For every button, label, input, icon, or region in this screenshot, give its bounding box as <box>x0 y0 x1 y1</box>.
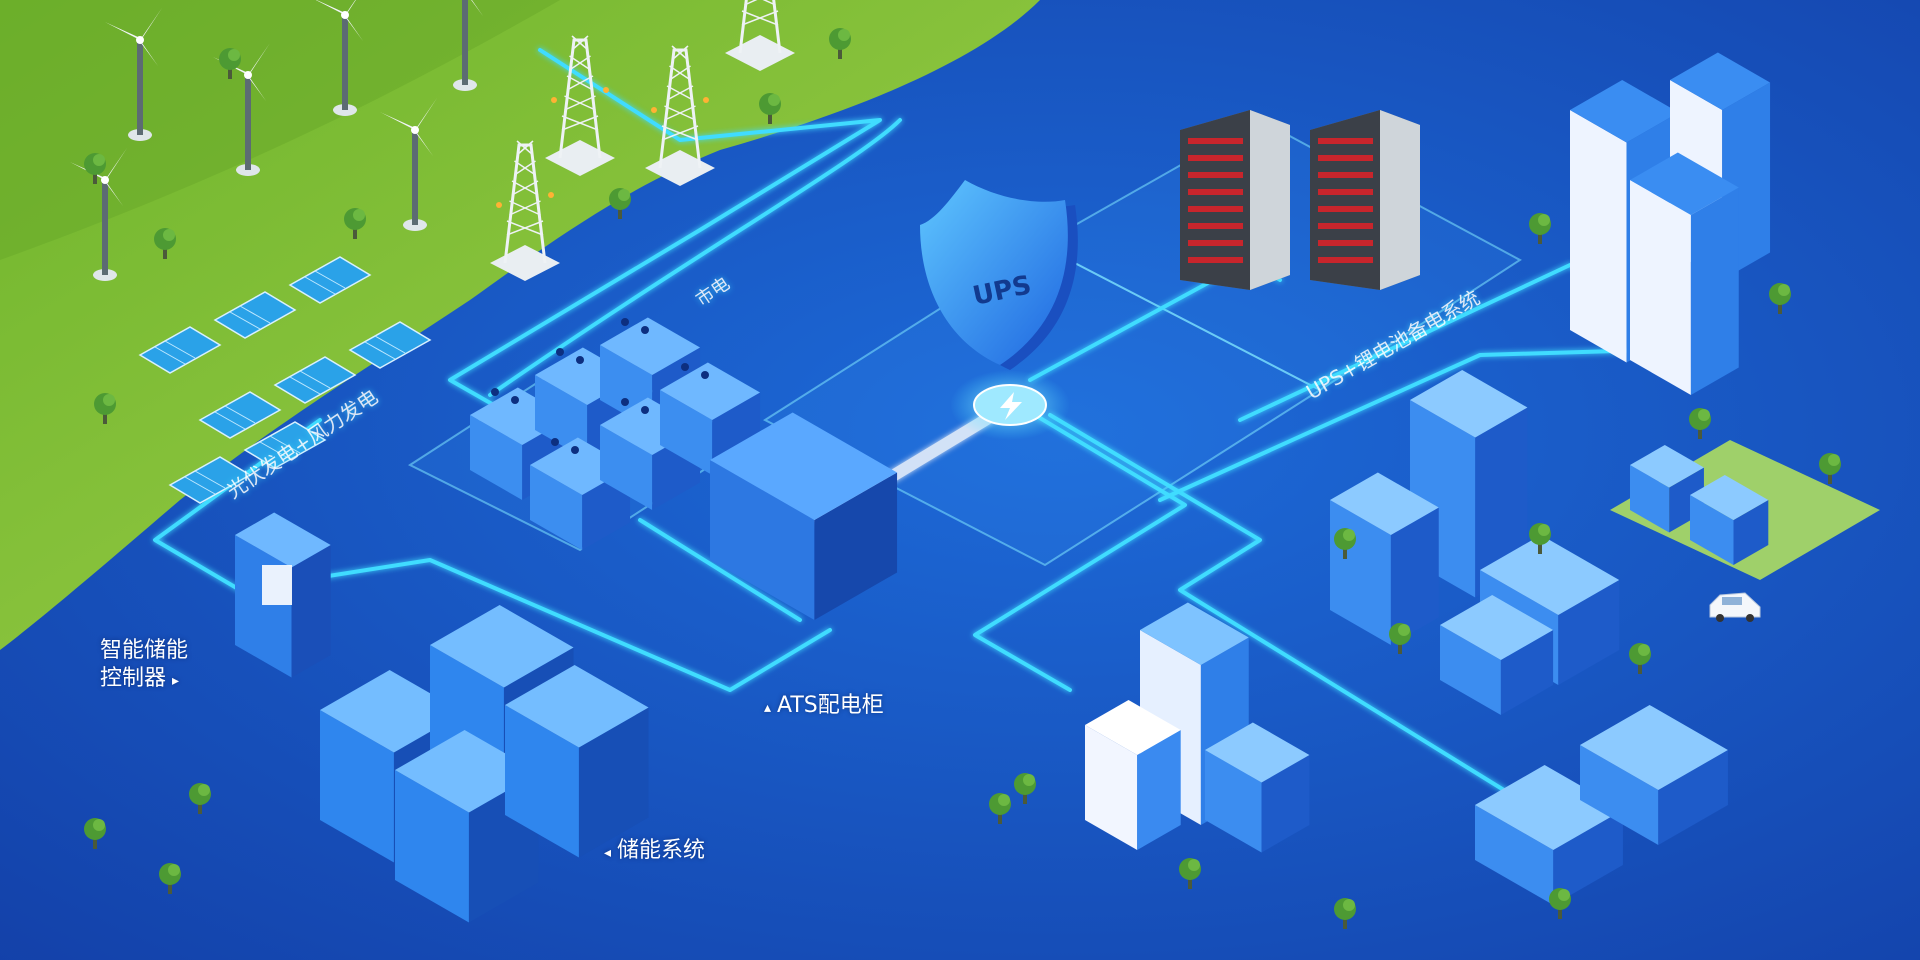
controller-label: 智能储能 控制器 ▸ <box>100 637 188 695</box>
tree-icon <box>1014 773 1036 804</box>
controller-screen <box>262 565 292 605</box>
tree-icon <box>189 783 211 814</box>
tree-icon <box>1179 858 1201 889</box>
storage-cabinets <box>235 412 898 923</box>
pv-line <box>153 418 832 692</box>
wind-turbine-icon <box>315 0 363 116</box>
ats-label: ▴ ATS配电柜 <box>758 692 884 722</box>
tree-icon <box>1529 213 1551 244</box>
transformers <box>470 317 761 550</box>
wind-turbine-icon <box>70 148 127 281</box>
ats-cabinet <box>710 412 898 620</box>
ups-shield: UPS <box>920 180 1078 370</box>
tree-icon <box>759 93 781 124</box>
tree-icon <box>609 188 631 219</box>
feed-line-2 <box>1048 413 1522 802</box>
tower-building <box>1630 152 1739 395</box>
battery-rack-icon <box>1180 110 1290 290</box>
transmission-tower-icon <box>725 0 795 71</box>
controller-label-line1: 智能储能 <box>100 638 189 663</box>
solar-panel-icon <box>273 356 357 404</box>
wind-turbine-icon <box>380 98 437 231</box>
transmission-tower-icon <box>490 140 560 281</box>
grid-line-2 <box>488 118 902 397</box>
house <box>1690 475 1769 565</box>
solar-panel-icon <box>348 321 432 369</box>
tree-icon <box>1334 528 1356 559</box>
green-land <box>0 0 1040 650</box>
office-building <box>1440 595 1554 715</box>
ats-label-text: ATS配电柜 <box>777 693 884 718</box>
tree-icon <box>1549 888 1571 919</box>
tree-icon <box>1629 643 1651 674</box>
solar-panel-icon <box>138 326 222 374</box>
battery-racks <box>1180 110 1420 290</box>
solar-panel-icon <box>198 391 282 439</box>
residential-building <box>1085 700 1181 850</box>
left-arrow-icon: ◂ <box>604 845 612 861</box>
car-icon <box>1709 592 1761 622</box>
feed-line-3 <box>1158 348 1652 502</box>
power-node <box>950 370 1070 440</box>
tree-icon <box>84 818 106 849</box>
ats-line <box>638 518 802 622</box>
grid-line <box>448 48 882 422</box>
storage-label-text: 储能系统 <box>617 838 706 863</box>
transmission-tower-icon <box>545 35 615 176</box>
solar-panel-icon <box>243 421 327 469</box>
office-building <box>1410 370 1528 598</box>
tree-icon <box>1689 408 1711 439</box>
tree-icon <box>159 863 181 894</box>
storage-cabinet <box>505 665 649 858</box>
lightning-icon <box>1000 392 1022 420</box>
feed-line-1 <box>973 398 1187 692</box>
tree-icon <box>989 793 1011 824</box>
tree-icon <box>84 153 106 184</box>
solar-panels <box>138 256 432 504</box>
low-building <box>1580 705 1728 845</box>
tree-icon <box>94 393 116 424</box>
solar-panel-icon <box>168 456 252 504</box>
controller-label-line2: 控制器 <box>100 666 167 691</box>
tree-icon <box>1529 523 1551 554</box>
tree-icon <box>1389 623 1411 654</box>
storage-label: ◂ 储能系统 <box>598 837 705 867</box>
tree-icon <box>1819 453 1841 484</box>
buildings <box>1085 52 1880 905</box>
low-building <box>1475 765 1623 905</box>
transmission-tower-icon <box>645 45 715 186</box>
tree-icon <box>344 208 366 239</box>
controller-label-line2-row: 控制器 ▸ <box>100 665 188 695</box>
residential-building <box>1205 722 1310 853</box>
up-arrow-icon: ▴ <box>764 700 772 716</box>
solar-panel-icon <box>288 256 372 304</box>
tree-icon <box>219 48 241 79</box>
right-arrow-icon: ▸ <box>172 673 180 689</box>
solar-panel-icon <box>213 291 297 339</box>
tree-icon <box>1769 283 1791 314</box>
tree-icon <box>154 228 176 259</box>
trees <box>84 28 1841 929</box>
tree-icon <box>829 28 851 59</box>
battery-rack-icon <box>1310 110 1420 290</box>
tree-icon <box>1334 898 1356 929</box>
wind-turbine-icon <box>105 8 162 141</box>
transmission-towers <box>490 0 795 281</box>
